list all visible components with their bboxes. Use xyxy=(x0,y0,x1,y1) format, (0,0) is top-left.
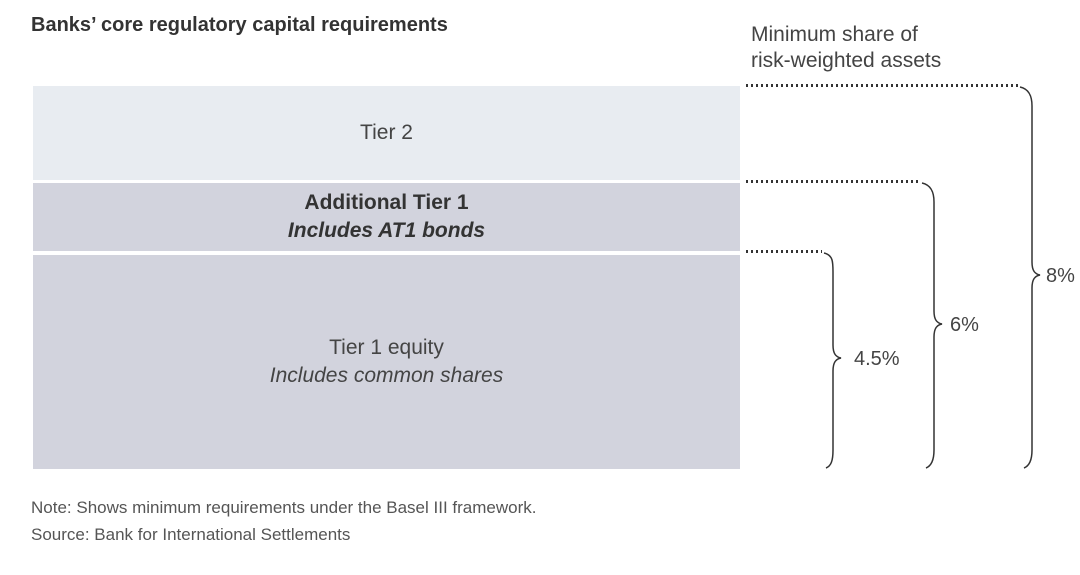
bracket-label-4-5: 4.5% xyxy=(854,348,900,370)
bracket-label-6: 6% xyxy=(950,314,979,336)
axis-caption-line-1: Minimum share of xyxy=(751,23,918,46)
bracket-8-percent: 8% xyxy=(746,84,1075,469)
brace-8 xyxy=(1019,86,1041,469)
tier2-label: Tier 2 xyxy=(360,121,413,144)
brace-6 xyxy=(921,182,943,469)
footnote-source: Source: Bank for International Settlemen… xyxy=(31,525,351,544)
tier1-equity-box: Tier 1 equity Includes common shares xyxy=(33,255,740,469)
additional-tier1-sublabel: Includes AT1 bonds xyxy=(287,219,486,242)
axis-caption-line-2: risk-weighted assets xyxy=(751,49,942,72)
chart-title: Banks’ core regulatory capital requireme… xyxy=(31,14,448,36)
bracket-6-percent: 6% xyxy=(746,180,979,469)
brace-4-5 xyxy=(823,252,842,469)
additional-tier1-box: Additional Tier 1 Includes AT1 bonds xyxy=(33,183,740,251)
bracket-label-8: 8% xyxy=(1046,265,1075,287)
tier2-box: Tier 2 xyxy=(33,86,740,180)
tier1-equity-sublabel: Includes common shares xyxy=(269,364,504,387)
tier1-equity-label: Tier 1 equity xyxy=(329,336,444,359)
axis-caption: Minimum share of risk-weighted assets xyxy=(751,22,1011,74)
additional-tier1-label: Additional Tier 1 xyxy=(304,191,469,214)
bracket-4-5-percent: 4.5% xyxy=(746,250,900,469)
footnote-note: Note: Shows minimum requirements under t… xyxy=(31,498,537,517)
